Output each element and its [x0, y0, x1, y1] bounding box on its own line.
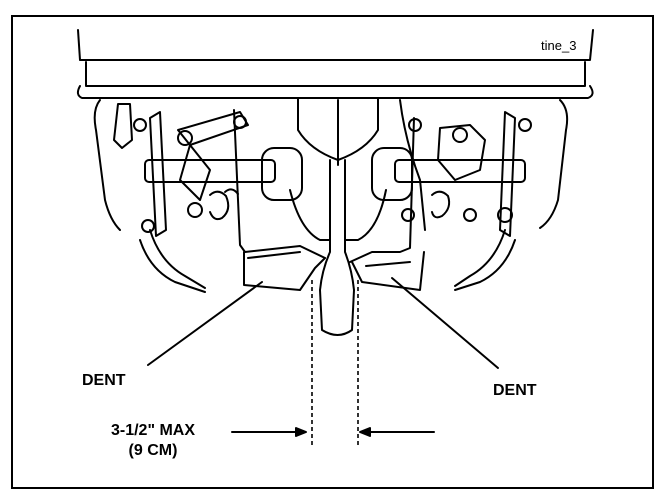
measure-label-line2: (9 CM): [128, 442, 178, 459]
housing-top: [77, 29, 594, 61]
figure-tag: tine_3: [541, 38, 577, 53]
dent-right-label: DENT: [493, 382, 537, 399]
dent-left-label: DENT: [82, 372, 126, 389]
left-shield: [233, 109, 326, 291]
center-gearbox: [261, 97, 413, 336]
dent-left-leader: [147, 281, 263, 366]
figure-frame: [11, 15, 654, 489]
measure-label-line1: 3-1/2" MAX: [110, 422, 196, 439]
housing-lip: [76, 85, 594, 99]
dent-right-leader: [391, 277, 499, 369]
right-tine-assembly: [394, 99, 569, 291]
left-tine-assembly: [93, 99, 276, 293]
housing-band: [85, 61, 586, 87]
right-shield: [349, 117, 425, 291]
